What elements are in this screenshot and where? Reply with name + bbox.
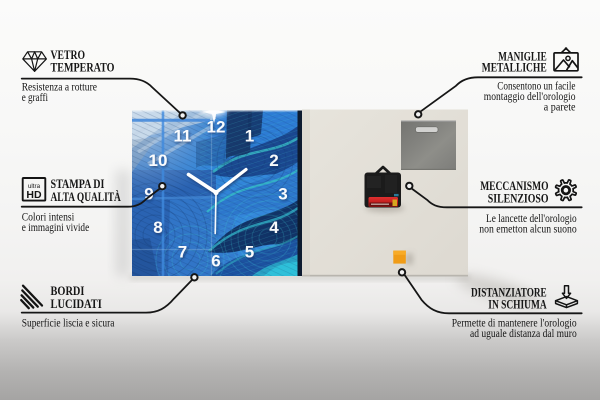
- svg-text:e immagini vivide: e immagini vivide: [22, 220, 90, 234]
- svg-text:METALLICHE: METALLICHE: [482, 60, 547, 75]
- svg-text:montaggio dell'orologio: montaggio dell'orologio: [484, 89, 576, 103]
- svg-text:MANIGLIE: MANIGLIE: [498, 49, 546, 64]
- svg-text:Le lancette dell'orologio: Le lancette dell'orologio: [486, 211, 577, 225]
- svg-text:IN SCHIUMA: IN SCHIUMA: [488, 296, 547, 311]
- svg-text:TEMPERATO: TEMPERATO: [51, 60, 115, 75]
- svg-text:11: 11: [174, 126, 192, 145]
- svg-text:10: 10: [149, 151, 168, 170]
- svg-text:7: 7: [178, 242, 187, 261]
- svg-text:SILENZIOSO: SILENZIOSO: [488, 190, 549, 205]
- svg-text:5: 5: [245, 242, 254, 261]
- svg-text:1: 1: [245, 126, 254, 145]
- svg-text:12: 12: [207, 117, 226, 136]
- svg-text:Resistenza a rotture: Resistenza a rotture: [22, 80, 97, 94]
- svg-text:Permette di mantenere l'orolog: Permette di mantenere l'orologio: [452, 316, 577, 330]
- svg-text:a parete: a parete: [544, 100, 576, 114]
- svg-text:ultra: ultra: [28, 183, 41, 190]
- svg-text:MECCANISMO: MECCANISMO: [480, 178, 548, 193]
- svg-text:ad uguale distanza dal muro: ad uguale distanza dal muro: [470, 326, 577, 340]
- svg-text:4: 4: [269, 218, 279, 237]
- svg-text:HD: HD: [26, 189, 42, 201]
- svg-text:9: 9: [144, 184, 153, 203]
- svg-text:ALTA QUALITÀ: ALTA QUALITÀ: [51, 189, 122, 204]
- svg-text:Colori intensi: Colori intensi: [22, 210, 75, 224]
- svg-text:BORDI: BORDI: [51, 283, 85, 298]
- svg-text:DISTANZIATORE: DISTANZIATORE: [471, 285, 547, 300]
- svg-text:e graffi: e graffi: [22, 90, 49, 104]
- svg-text:STAMPA DI: STAMPA DI: [51, 176, 105, 191]
- svg-text:VETRO: VETRO: [51, 47, 86, 62]
- svg-text:Consentono un facile: Consentono un facile: [497, 79, 575, 93]
- svg-text:Superficie liscia e sicura: Superficie liscia e sicura: [22, 315, 115, 329]
- svg-text:8: 8: [153, 218, 162, 237]
- svg-text:6: 6: [211, 251, 220, 270]
- svg-text:non emetton alcun suono: non emetton alcun suono: [479, 222, 576, 236]
- svg-text:LUCIDATI: LUCIDATI: [51, 296, 102, 311]
- svg-text:2: 2: [269, 151, 278, 170]
- svg-text:3: 3: [278, 184, 287, 203]
